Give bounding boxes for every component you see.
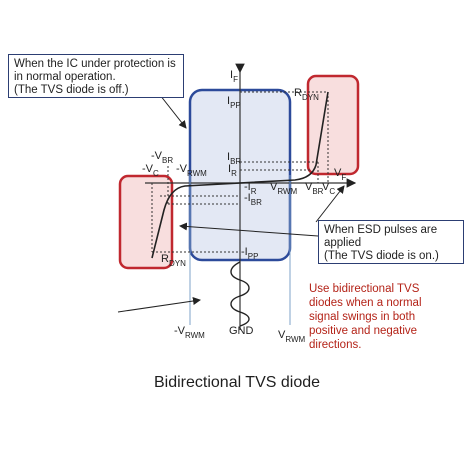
note-esd-line-1: When ESD pulses are	[324, 224, 438, 236]
note-usage-line-5: directions.	[309, 339, 362, 351]
note-normal-line-1: When the IC under protection is	[14, 58, 176, 70]
arrow-signal	[117, 297, 201, 313]
label-vrwm-neg: -VRWM	[176, 163, 207, 178]
label-ibr-neg: -IBR	[244, 192, 262, 207]
label-ir-neg: -IR	[244, 181, 257, 196]
label-bottom-gnd: GND	[229, 325, 254, 337]
note-usage-line-2: diodes when a normal	[309, 297, 422, 309]
label-v-f: VF	[334, 167, 346, 182]
label-i-f: IF	[230, 69, 238, 84]
label-rdyn-bottom: RDYN	[161, 253, 186, 268]
note-esd: When ESD pulses are applied (The TVS dio…	[318, 220, 464, 264]
label-ibr-pos: IBR	[227, 151, 241, 166]
arrow-esd-left	[179, 222, 319, 237]
signal-waveform	[230, 261, 250, 327]
label-vc-pos: VC	[322, 181, 335, 196]
iv-curve	[151, 91, 329, 259]
label-bottom-vrwm-pos: VRWM	[278, 329, 306, 344]
label-vbr-neg: -VBR	[151, 150, 173, 165]
note-normal-operation: When the IC under protection is in norma…	[8, 54, 184, 98]
label-vc-neg: -VC	[142, 163, 159, 178]
label-vbr-pos: VBR	[305, 181, 324, 196]
note-esd-line-3: (The TVS diode is on.)	[324, 250, 439, 262]
label-rdyn-top: RDYN	[294, 87, 319, 102]
label-ipp-neg: -IPP	[241, 246, 258, 261]
label-ir-pos: IR	[228, 163, 237, 178]
note-usage-line-3: signal swings in both	[309, 311, 416, 323]
esd-region-positive	[306, 74, 360, 176]
reference-lines	[151, 91, 329, 253]
note-normal-line-2: in normal operation.	[14, 71, 116, 83]
esd-region-negative	[118, 174, 174, 270]
note-usage-line-4: positive and negative	[309, 325, 418, 337]
note-esd-line-2: applied	[324, 237, 362, 249]
note-usage-line-1: Use bidirectional TVS	[309, 283, 420, 295]
label-ipp-pos: IPP	[227, 95, 241, 110]
arrow-esd-right	[315, 185, 345, 223]
label-bottom-vrwm-neg: -VRWM	[174, 325, 205, 340]
note-usage: Use bidirectional TVS diodes when a norm…	[309, 282, 459, 352]
arrow-normal-note	[159, 94, 187, 129]
note-normal-line-3: (The TVS diode is off.)	[14, 84, 129, 96]
diagram-title: Bidirectional TVS diode	[153, 374, 321, 391]
label-vrwm-pos: VRWM	[270, 181, 298, 196]
